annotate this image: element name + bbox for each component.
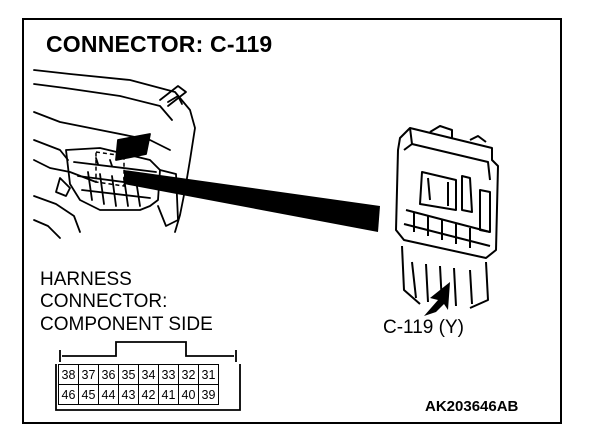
pin-cell: 34 [138, 364, 159, 385]
pin-face-outline [55, 341, 241, 411]
connector-caption: C-119 (Y) [383, 317, 464, 338]
harness-label-line: CONNECTOR: [40, 291, 168, 312]
dashboard-connector [95, 151, 125, 187]
harness-label-line: HARNESS [40, 269, 132, 290]
pin-cell: 33 [158, 364, 179, 385]
dashboard-illustration [33, 69, 196, 239]
pin-row-bottom: 46 45 44 43 42 41 40 39 [58, 384, 219, 405]
pin-cell: 38 [58, 364, 79, 385]
pointer-wedge [124, 170, 380, 232]
pin-cell: 41 [158, 384, 179, 405]
pin-grid: 38 37 36 35 34 33 32 31 46 45 44 43 42 4… [58, 364, 219, 405]
pin-cell: 40 [178, 384, 199, 405]
pin-cell: 43 [118, 384, 139, 405]
diagram-title: CONNECTOR: C-119 [46, 31, 273, 57]
pin-cell: 39 [198, 384, 219, 405]
pin-cell: 31 [198, 364, 219, 385]
arrow-icon [424, 282, 450, 316]
pin-cell: 46 [58, 384, 79, 405]
enlarged-connector [395, 125, 499, 309]
pin-cell: 35 [118, 364, 139, 385]
pin-row-top: 38 37 36 35 34 33 32 31 [58, 364, 219, 385]
pin-cell: 45 [78, 384, 99, 405]
pin-cell: 42 [138, 384, 159, 405]
pin-cell: 44 [98, 384, 119, 405]
harness-label-line: COMPONENT SIDE [40, 314, 213, 335]
pin-cell: 32 [178, 364, 199, 385]
figure-code: AK203646AB [425, 398, 519, 415]
pin-cell: 37 [78, 364, 99, 385]
pin-cell: 36 [98, 364, 119, 385]
